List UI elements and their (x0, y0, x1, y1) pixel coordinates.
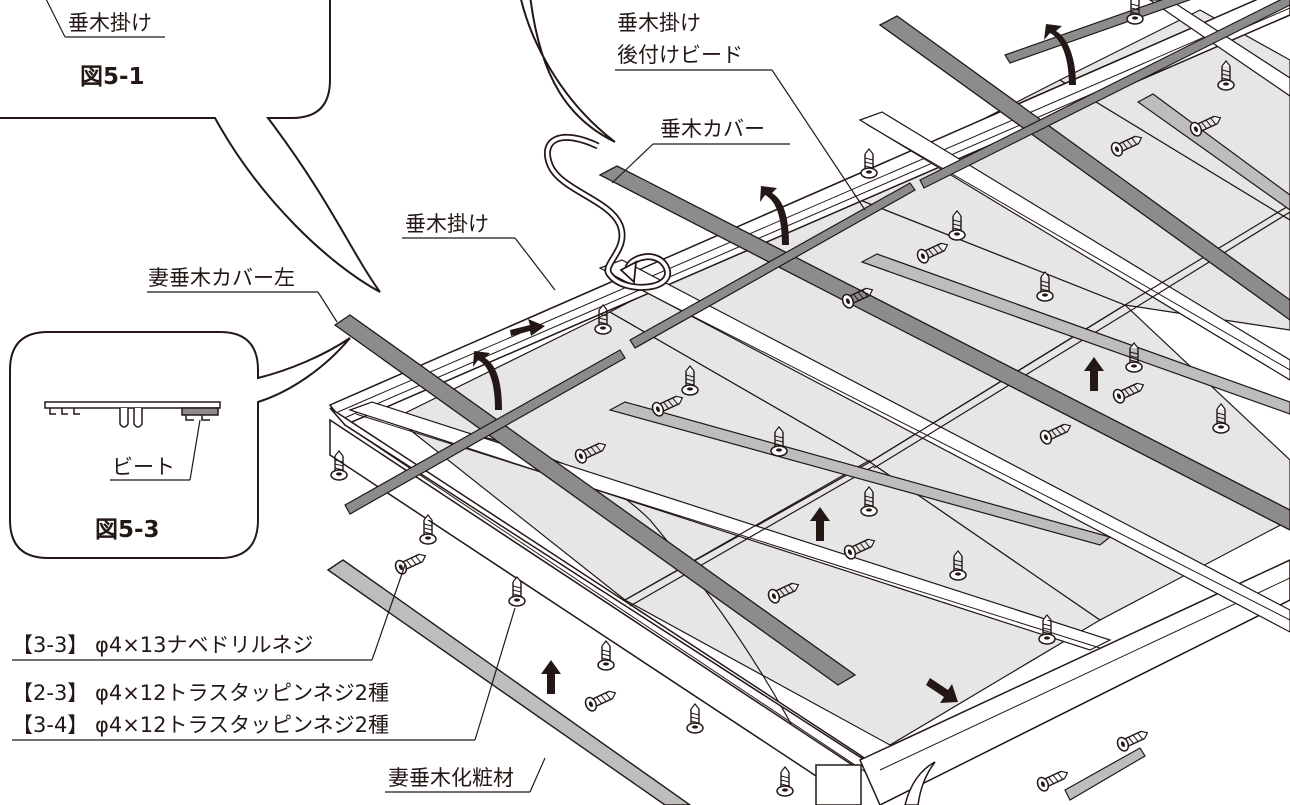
screw-horizontal (582, 685, 620, 714)
label-rafter-hanger-bead-2: 後付けビード (617, 43, 743, 67)
screw (597, 640, 615, 671)
gable-rafter-cover-left (333, 314, 857, 686)
rib (1136, 93, 1290, 211)
side-beam (859, 559, 1290, 805)
roof-frame (328, 0, 1290, 805)
up-arrow (541, 660, 561, 694)
label-gable-rafter-trim: 妻垂木化粧材 (388, 766, 514, 790)
screw-horizontal (392, 548, 430, 577)
curved-arrow (473, 351, 502, 410)
label-screw-3-4: 【3-4】 φ4×12トラスタッピンネジ2種 (12, 713, 389, 737)
rib (608, 401, 1112, 546)
callout-top-left (0, 0, 616, 293)
corner-post (815, 764, 862, 805)
bead (1004, 0, 1192, 64)
gable-rafter-trim (326, 559, 692, 805)
label-bead: ビート (112, 455, 175, 479)
rib (1064, 747, 1146, 801)
rafter-covers (333, 15, 1290, 686)
label-rafter-hanger: 垂木掛け (405, 212, 489, 236)
label-rafter-cover: 垂木カバー (660, 117, 765, 141)
label-figure-5-3: 図5-3 (95, 517, 160, 543)
curved-arrow (760, 186, 789, 245)
label-screw-3-3: 【3-3】 φ4×13ナベドリルネジ (12, 633, 314, 657)
rib (860, 253, 1290, 415)
rafter-cover (878, 15, 1290, 321)
label-gable-rafter-cover-left: 妻垂木カバー左 (148, 266, 295, 290)
right-arrow (510, 319, 545, 336)
bead (629, 182, 916, 349)
screw-horizontal (1034, 765, 1072, 794)
screw (860, 148, 878, 179)
labels: 垂木掛け 図5-1 垂木掛け 後付けビード 垂木カバー 垂木掛け 妻垂木カバー左… (12, 11, 765, 790)
label-rafter-hanger-bead-1: 垂木掛け (617, 11, 701, 35)
callout-bottom-left (9, 331, 351, 559)
callout-tail (904, 761, 936, 805)
screw-horizontal (1114, 725, 1152, 754)
beads (344, 0, 1290, 515)
label-screw-2-3: 【2-3】 φ4×12トラスタッピンネジ2種 (12, 681, 389, 705)
ribs (326, 93, 1290, 805)
leader-lines (12, 69, 866, 793)
label-top-left-part: 垂木掛け (68, 11, 152, 35)
profile-section-drawing (44, 401, 221, 428)
down-right-arrow (926, 678, 958, 703)
label-figure-5-1: 図5-1 (80, 64, 145, 90)
curved-arrow (1044, 24, 1076, 85)
screw (686, 703, 704, 734)
front-beam-face (329, 418, 861, 805)
rafter-cover (598, 165, 1290, 531)
bead (344, 349, 626, 515)
arrows (473, 24, 1104, 703)
screw (776, 766, 794, 797)
bead (919, 0, 1290, 189)
